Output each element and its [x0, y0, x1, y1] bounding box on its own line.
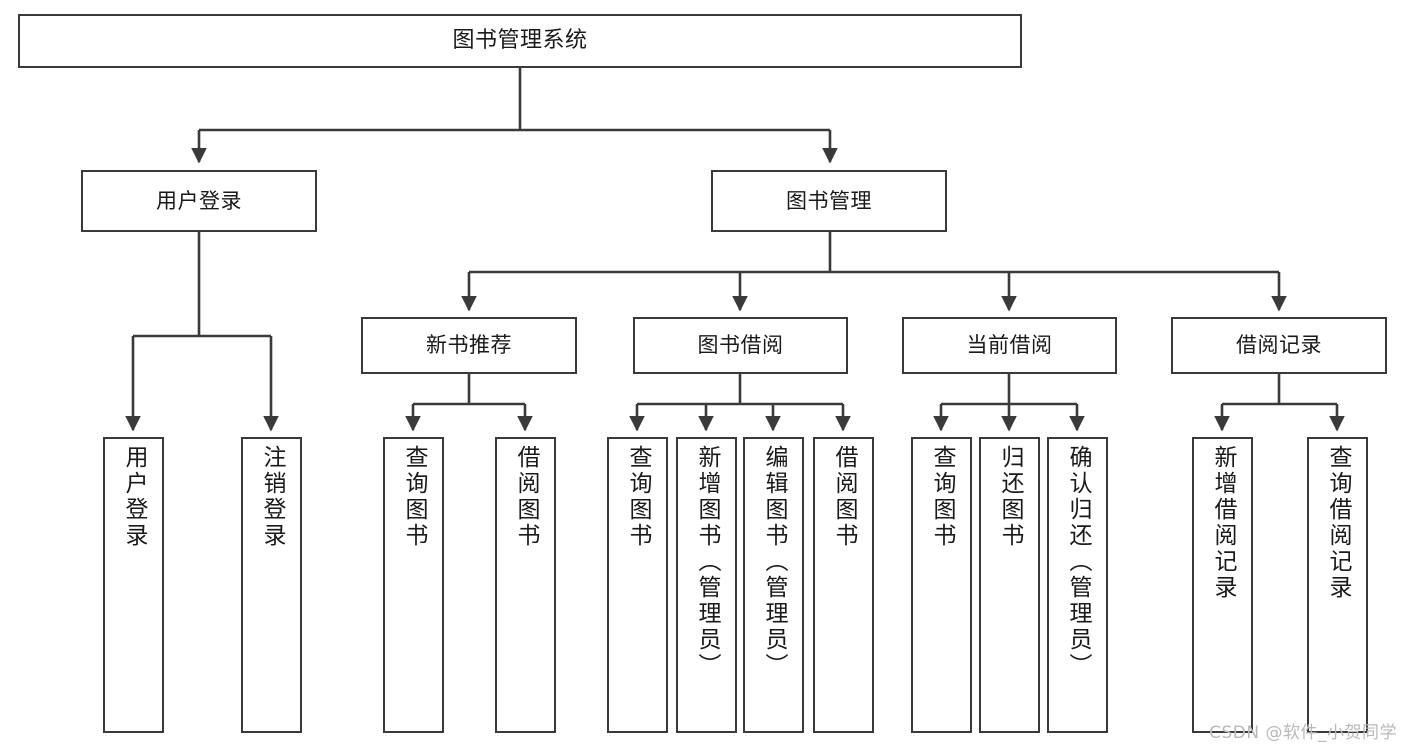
node-new-book-recommend[interactable]: 新书推荐 — [361, 317, 577, 374]
leaf-return-book[interactable]: 归还图书 — [979, 437, 1040, 733]
node-label: 图书借阅 — [697, 333, 784, 358]
node-book-borrow[interactable]: 图书借阅 — [633, 317, 848, 374]
node-label: 借阅图书 — [831, 445, 857, 549]
node-book-management-module[interactable]: 图书管理 — [711, 170, 947, 232]
node-label: 编辑图书（管理员） — [761, 445, 787, 679]
node-label: 图书管理系统 — [452, 28, 588, 54]
node-root-system[interactable]: 图书管理系统 — [18, 14, 1022, 68]
node-label: 新增借阅记录 — [1210, 445, 1236, 601]
node-label: 新增图书（管理员） — [694, 445, 720, 679]
leaf-add-book-admin[interactable]: 新增图书（管理员） — [676, 437, 737, 733]
leaf-borrow-book-recommend[interactable]: 借阅图书 — [495, 437, 556, 733]
leaf-confirm-return-admin[interactable]: 确认归还（管理员） — [1047, 437, 1108, 733]
node-label: 借阅图书 — [513, 445, 539, 549]
leaf-edit-book-admin[interactable]: 编辑图书（管理员） — [743, 437, 804, 733]
node-label: 注销登录 — [259, 445, 285, 549]
leaf-add-borrow-record[interactable]: 新增借阅记录 — [1192, 437, 1253, 733]
leaf-query-book-borrow[interactable]: 查询图书 — [607, 437, 668, 733]
node-label: 归还图书 — [997, 445, 1023, 549]
node-label: 用户登录 — [156, 188, 242, 213]
node-label: 查询图书 — [625, 445, 651, 549]
node-label: 查询图书 — [929, 445, 955, 549]
node-current-borrow[interactable]: 当前借阅 — [902, 317, 1117, 374]
leaf-logout[interactable]: 注销登录 — [241, 437, 302, 733]
node-label: 借阅记录 — [1236, 333, 1322, 358]
leaf-query-book-recommend[interactable]: 查询图书 — [383, 437, 444, 733]
node-label: 查询图书 — [401, 445, 427, 549]
node-label: 图书管理 — [786, 188, 872, 213]
csdn-watermark: CSDN @软件_小贺同学 — [1209, 723, 1397, 743]
node-label: 用户登录 — [121, 445, 147, 549]
node-label: 确认归还（管理员） — [1065, 445, 1091, 679]
node-borrow-record[interactable]: 借阅记录 — [1171, 317, 1387, 374]
node-label: 新书推荐 — [426, 333, 512, 358]
leaf-query-book-current[interactable]: 查询图书 — [911, 437, 972, 733]
leaf-query-borrow-record[interactable]: 查询借阅记录 — [1307, 437, 1368, 733]
leaf-user-login[interactable]: 用户登录 — [103, 437, 164, 733]
leaf-borrow-book[interactable]: 借阅图书 — [813, 437, 874, 733]
node-user-login-module[interactable]: 用户登录 — [81, 170, 317, 232]
node-label: 查询借阅记录 — [1325, 445, 1351, 601]
node-label: 当前借阅 — [966, 333, 1053, 358]
